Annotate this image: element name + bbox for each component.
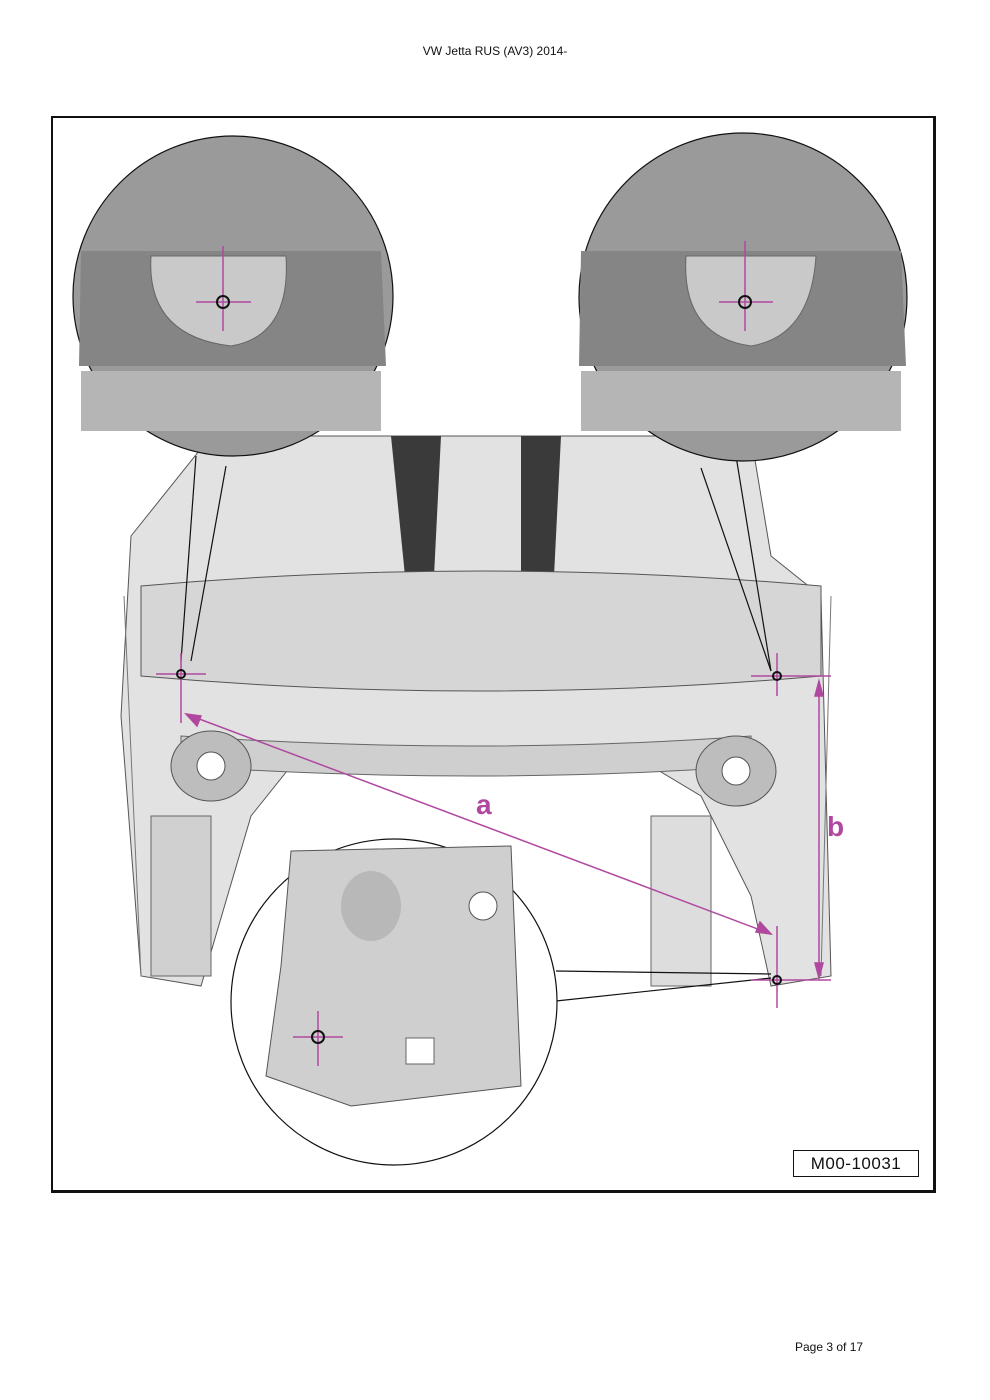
document-header: VW Jetta RUS (AV3) 2014- [422, 44, 568, 58]
page-number: Page 3 of 17 [795, 1340, 864, 1354]
detail-leader-lines [180, 455, 772, 1002]
figure-frame [51, 116, 936, 1193]
detail-circle-bottom [230, 838, 558, 1166]
dimension-a-label: a [476, 789, 492, 820]
figure-id-label: M00-10031 [793, 1150, 919, 1177]
detail-circle-top-left [72, 135, 394, 457]
measuring-point-left [176, 669, 186, 679]
dimension-b-label: b [827, 811, 844, 842]
dimension-a-line [185, 713, 772, 935]
measuring-point-right [772, 671, 782, 681]
detail-circle-top-right [578, 132, 908, 462]
measuring-point-rear [772, 975, 782, 985]
vehicle-underbody-diagram: a b [72, 132, 908, 1166]
dimension-lines [156, 653, 831, 1008]
